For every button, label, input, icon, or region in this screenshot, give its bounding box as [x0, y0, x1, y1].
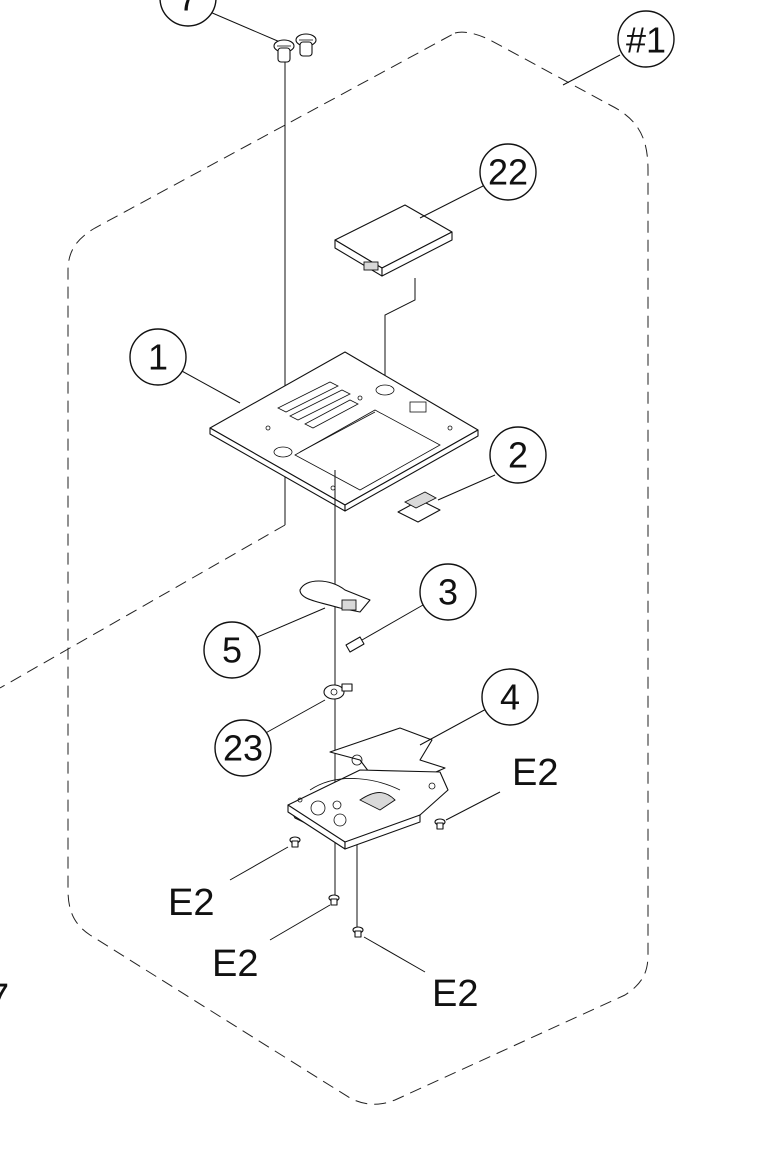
cover-plate-part-22: [334, 204, 453, 277]
callout-2: 2: [437, 426, 547, 501]
part-22-guide-line: [384, 278, 416, 390]
base-bracket-part-4: [287, 727, 449, 850]
callout-22-number: 22: [488, 152, 528, 193]
screw-e2-bottom: [352, 926, 426, 973]
spring-plate-part-5: [299, 580, 371, 613]
label-e2-mid: E2: [212, 943, 258, 985]
callout-2-number: 2: [508, 435, 528, 476]
callout-7: 7: [159, 0, 281, 43]
callout-23: 23: [214, 699, 326, 777]
callout-3-number: 3: [438, 572, 458, 613]
callout-4-number: 4: [500, 677, 520, 718]
callout-23-number: 23: [223, 728, 263, 769]
callout-1-number: 1: [148, 337, 168, 378]
assembly-label: #1: [626, 20, 666, 61]
label-e2-left: E2: [168, 882, 214, 924]
label-edge-7: 7: [0, 977, 9, 1019]
screw-e2-right: [434, 791, 501, 830]
screw-e2-left: [229, 836, 301, 881]
washer-part-23: [323, 683, 353, 700]
label-e2-right: E2: [512, 752, 558, 794]
pin-part-3: [345, 636, 365, 653]
screw-pair-part-7: [273, 33, 317, 63]
callout-3: 3: [361, 563, 477, 641]
slide-button-part-2: [397, 491, 441, 523]
label-e2-bottom: E2: [432, 973, 478, 1015]
callout-5: 5: [203, 607, 326, 679]
assembly-boundary: [67, 31, 649, 1105]
callout-22: 22: [419, 143, 537, 219]
callout-5-number: 5: [222, 630, 242, 671]
callout-4: 4: [419, 668, 539, 746]
needle-plate-part-1: [209, 351, 479, 512]
callout-1: 1: [129, 328, 241, 404]
screw-e2-mid: [269, 894, 340, 941]
callout-assembly-1: #1: [562, 10, 675, 86]
extension-dash-line: [0, 524, 286, 689]
callout-7-number: 7: [178, 0, 198, 19]
